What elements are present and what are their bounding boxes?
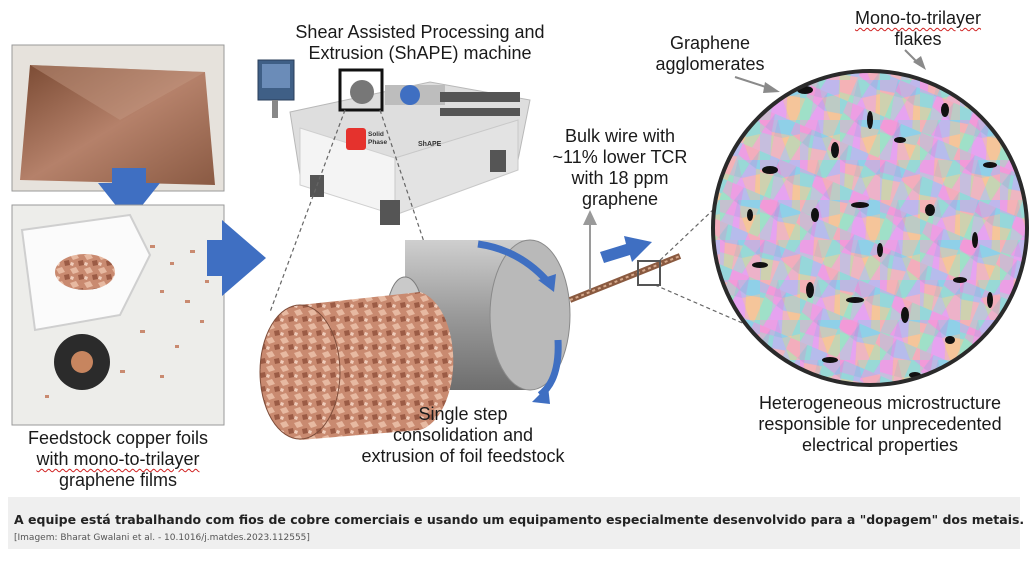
bulk-wire-line3: with 18 ppm [571, 168, 669, 188]
solid-phase-logo [346, 128, 366, 150]
single-step-line1: Single step [418, 404, 508, 424]
machine-model-label: ShAPE [418, 141, 442, 148]
hetero-line2: responsible for unprecedented [758, 414, 1002, 434]
heterogeneous-label: Heterogeneous microstructure responsible… [740, 393, 1020, 456]
hetero-line1: Heterogeneous microstructure [758, 393, 1002, 413]
single-step-line3: extrusion of foil feedstock [361, 446, 565, 466]
bulk-wire-line2: ~11% lower TCR [552, 147, 688, 167]
right-arrow-icon [207, 220, 266, 296]
feedstock-photo [11, 204, 225, 426]
extruded-wire [568, 253, 682, 303]
bulk-wire-label: Bulk wire with ~11% lower TCR with 18 pp… [540, 126, 700, 210]
figure: Solid Phase ShAPE [8, 8, 1029, 491]
agglomerates-pointer-head [763, 82, 780, 93]
bulk-wire-pointer-head [583, 210, 597, 225]
wire-texture [569, 255, 681, 301]
shape-machine-image [257, 59, 531, 225]
single-step-line2: consolidation and [392, 425, 534, 445]
bulk-wire-line4: graphene [581, 189, 659, 209]
rotation-arrow-top [477, 240, 551, 285]
feedstock-line1: Feedstock copper foils [27, 428, 209, 448]
bulk-wire-line1: Bulk wire with [564, 126, 676, 146]
rotation-arrowhead-bottom [532, 386, 550, 404]
caption-text: A equipe está trabalhando com fios de co… [14, 512, 1025, 527]
copper-foil-photo [11, 44, 225, 192]
wire-arrow-icon [600, 236, 652, 263]
graphene-agglomerates-label: Graphene agglomerates [645, 33, 775, 75]
feedstock-line3: graphene films [58, 470, 178, 490]
machine-title: Shear Assisted Processing and Extrusion … [285, 22, 555, 64]
feedstock-line2: with mono-to-trilayer [36, 449, 200, 469]
flakes-line1: Mono-to-trilayer [854, 8, 982, 28]
hetero-line3: electrical properties [801, 435, 959, 455]
agglomerates-line2: agglomerates [655, 54, 765, 74]
agglomerates-line1: Graphene [669, 33, 751, 53]
down-arrow-icon [98, 168, 160, 222]
image-caption: A equipe está trabalhando com fios de co… [8, 497, 1024, 549]
wire-zoom-box [637, 260, 661, 286]
caption-credit: [Imagem: Bharat Gwalani et al. - 10.1016… [14, 533, 310, 543]
rotation-arrowhead-top [538, 274, 556, 292]
machine-title-line2: Extrusion (ShAPE) machine [308, 43, 532, 63]
diagram-canvas: Solid Phase ShAPE [11, 44, 1029, 440]
flakes-line2: flakes [894, 29, 942, 49]
flakes-pointer-head [913, 56, 926, 70]
mono-flakes-label: Mono-to-trilayer flakes [838, 8, 998, 50]
machine-title-line1: Shear Assisted Processing and [295, 22, 545, 42]
single-step-label: Single step consolidation and extrusion … [348, 404, 578, 467]
copper-billet [259, 292, 454, 440]
feedstock-label: Feedstock copper foils with mono-to-tril… [8, 428, 228, 491]
logo-line2: Phase [368, 139, 388, 146]
logo-line1: Solid [368, 131, 384, 138]
